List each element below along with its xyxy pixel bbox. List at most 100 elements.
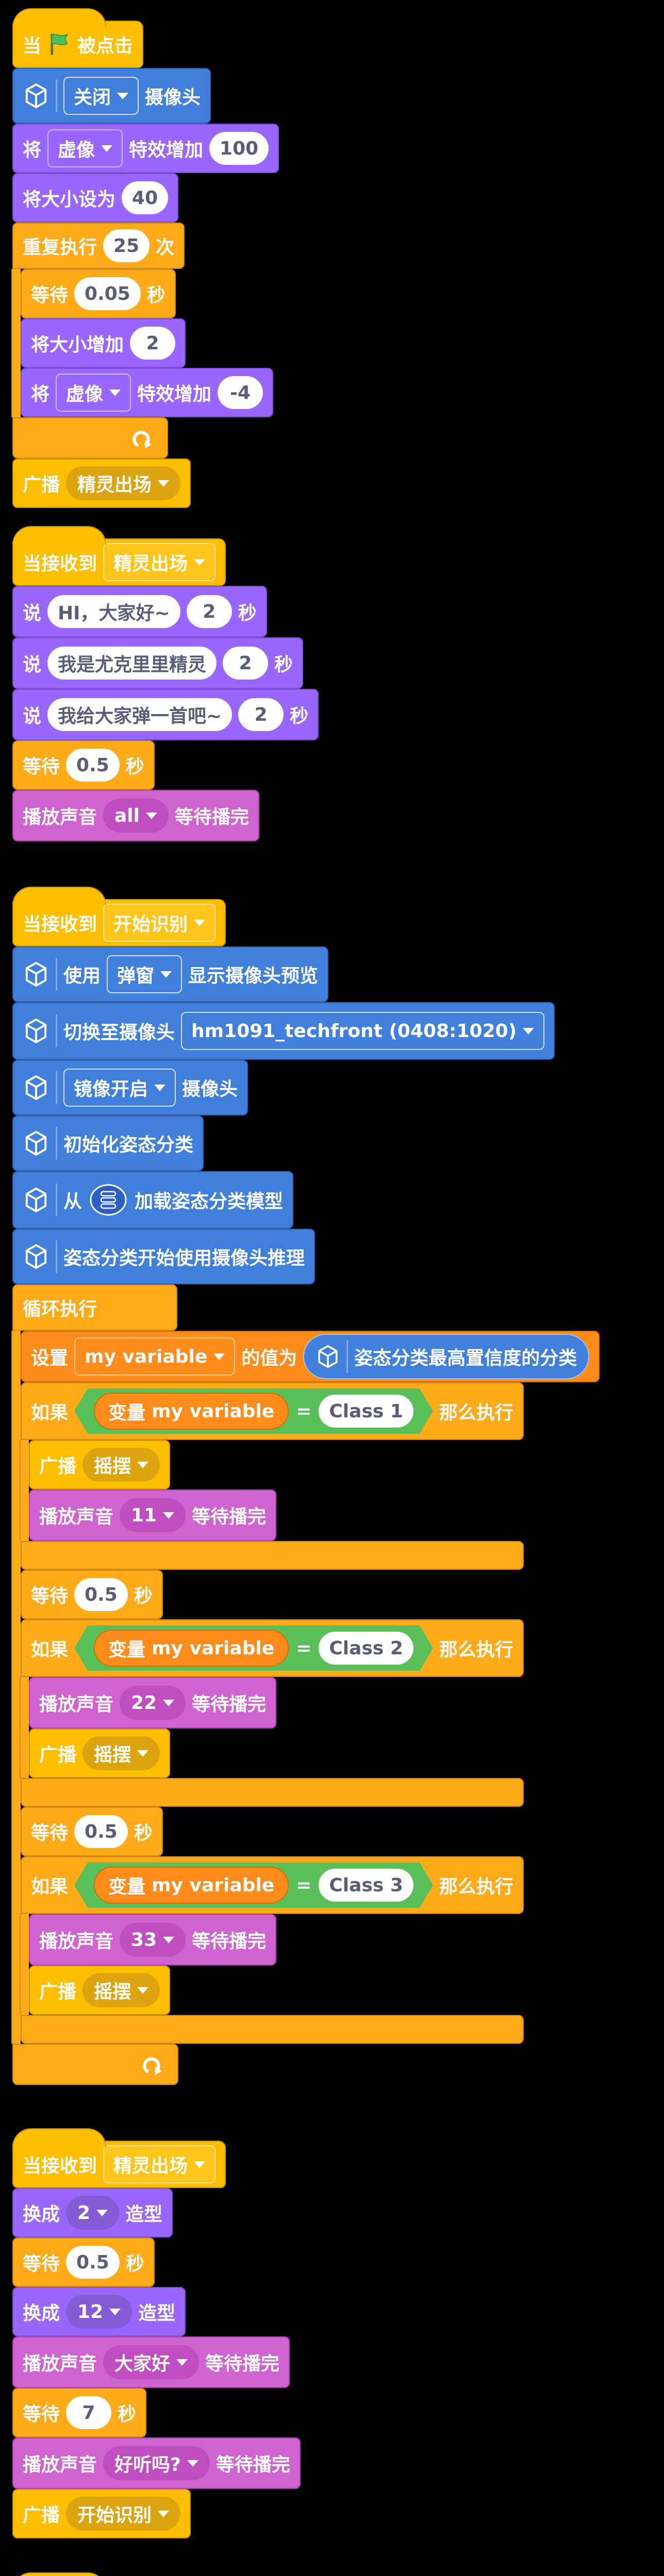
block-wait[interactable]: 等待 0.5 秒 — [21, 1807, 163, 1856]
forever-header[interactable]: 循环执行 — [12, 1284, 177, 1331]
effect-amount-input[interactable]: 100 — [209, 132, 269, 165]
if-block-class1[interactable]: 如果 变量 my variable = Class 1 那么执行 — [21, 1382, 524, 1570]
block-broadcast[interactable]: 广播 摇摆 — [29, 1440, 171, 1489]
block-set-variable[interactable]: 设置 my variable 的值为 姿态分类最高置信度的分类 — [21, 1331, 600, 1382]
preview-mode-dropdown[interactable]: 弹窗 — [107, 955, 182, 993]
sound-dropdown[interactable]: 好听吗? — [103, 2446, 210, 2480]
block-say-for-secs[interactable]: 说 HI，大家好~ 2 秒 — [12, 586, 267, 637]
wait-seconds-input[interactable]: 0.5 — [74, 1578, 128, 1611]
block-pose-infer-camera[interactable]: 姿态分类开始使用摄像头推理 — [12, 1229, 316, 1284]
variable-reporter[interactable]: 变量 my variable — [94, 1630, 289, 1667]
wait-seconds-input[interactable]: 0.5 — [66, 2246, 120, 2279]
say-secs-input[interactable]: 2 — [223, 647, 269, 680]
effect-amount-input[interactable]: -4 — [218, 376, 263, 409]
operator-value-input[interactable]: Class 3 — [319, 1869, 413, 1902]
block-show-camera-preview[interactable]: 使用 弹窗 显示摄像头预览 — [12, 946, 329, 1002]
broadcast-message-dropdown[interactable]: 开始识别 — [66, 2497, 181, 2531]
say-text-input[interactable]: 我给大家弹一首吧~ — [47, 698, 233, 731]
size-input[interactable]: 40 — [122, 181, 169, 214]
block-say-for-secs[interactable]: 说 我是尤克里里精灵 2 秒 — [12, 637, 304, 689]
sound-dropdown[interactable]: 22 — [120, 1686, 186, 1720]
forever-footer[interactable] — [12, 2044, 178, 2085]
block-wait[interactable]: 等待 0.5 秒 — [12, 2238, 155, 2287]
message-dropdown[interactable]: 精灵出场 — [103, 543, 216, 581]
reporter-pose-top-class[interactable]: 姿态分类最高置信度的分类 — [303, 1334, 590, 1379]
sound-dropdown[interactable]: 大家好 — [103, 2345, 200, 2379]
model-list-icon[interactable] — [88, 1183, 128, 1217]
block-load-pose-model[interactable]: 从 加载姿态分类模型 — [12, 1171, 294, 1229]
costume-dropdown[interactable]: 2 — [66, 2196, 120, 2230]
say-text-input[interactable]: 我是尤克里里精灵 — [47, 647, 217, 680]
sound-dropdown[interactable]: 33 — [120, 1923, 186, 1957]
wait-seconds-input[interactable]: 0.5 — [66, 749, 120, 782]
size-change-input[interactable]: 2 — [130, 327, 176, 360]
hat-when-receive[interactable]: 当接收到 开始识别 — [12, 887, 226, 946]
hat-when-flag-clicked[interactable]: 当 被点击 — [12, 8, 144, 68]
broadcast-message-dropdown[interactable]: 摇摆 — [82, 1448, 160, 1482]
equals-operator[interactable]: 变量 my variable = Class 1 — [74, 1388, 433, 1434]
block-say-for-secs[interactable]: 说 我给大家弹一首吧~ 2 秒 — [12, 689, 319, 740]
hat-when-receive[interactable]: 当接收到 精灵出场 — [12, 526, 226, 586]
block-play-sound-until-done[interactable]: 播放声音 11 等待播完 — [29, 1489, 277, 1541]
hat-when-receive[interactable]: 当接收到 精灵出场 — [12, 2128, 226, 2188]
broadcast-message-dropdown[interactable]: 精灵出场 — [66, 466, 181, 500]
block-change-ghost-effect[interactable]: 将 虚像 特效增加 100 — [12, 124, 279, 173]
costume-dropdown[interactable]: 12 — [66, 2295, 132, 2329]
equals-operator[interactable]: 变量 my variable = Class 3 — [74, 1862, 433, 1908]
block-play-sound-until-done[interactable]: 播放声音 22 等待播完 — [29, 1677, 277, 1728]
block-play-sound-until-done[interactable]: 播放声音 好听吗? 等待播完 — [12, 2437, 301, 2489]
block-wait[interactable]: 等待 7 秒 — [12, 2388, 147, 2437]
block-play-sound-until-done[interactable]: 播放声音 all 等待播完 — [12, 790, 260, 841]
say-text-input[interactable]: HI，大家好~ — [47, 595, 180, 628]
block-wait[interactable]: 等待 0.5 秒 — [12, 740, 155, 790]
block-switch-costume[interactable]: 换成 12 造型 — [12, 2287, 186, 2336]
block-switch-camera[interactable]: 切换至摄像头 hm1091_techfront (0408:1020) — [12, 1002, 555, 1060]
block-wait[interactable]: 等待 0.5 秒 — [21, 1570, 163, 1619]
effect-dropdown[interactable]: 虚像 — [47, 129, 123, 167]
if-header[interactable]: 如果 变量 my variable = Class 2 那么执行 — [21, 1619, 524, 1677]
say-secs-input[interactable]: 2 — [186, 595, 232, 628]
block-mirror-camera[interactable]: 镜像开启 摄像头 — [12, 1060, 248, 1115]
broadcast-message-dropdown[interactable]: 摇摆 — [82, 1736, 160, 1770]
block-set-size[interactable]: 将大小设为 40 — [12, 173, 179, 223]
variable-reporter[interactable]: 变量 my variable — [94, 1393, 289, 1430]
broadcast-message-dropdown[interactable]: 摇摆 — [82, 1973, 160, 2007]
if-footer[interactable] — [21, 1541, 524, 1570]
mirror-dropdown[interactable]: 镜像开启 — [63, 1069, 176, 1107]
block-switch-costume[interactable]: 换成 2 造型 — [12, 2188, 173, 2238]
block-play-sound-until-done[interactable]: 播放声音 大家好 等待播完 — [12, 2336, 290, 2388]
if-block-class3[interactable]: 如果 变量 my variable = Class 3 那么执行 — [21, 1856, 524, 2044]
block-play-sound-until-done[interactable]: 播放声音 33 等待播完 — [29, 1914, 277, 1965]
block-broadcast[interactable]: 广播 摇摆 — [29, 1728, 171, 1778]
camera-toggle-dropdown[interactable]: 关闭 — [63, 77, 139, 115]
equals-operator[interactable]: 变量 my variable = Class 2 — [74, 1625, 433, 1671]
forever-block[interactable]: 循环执行 设置 my variable 的值为 姿态分类最高置信 — [12, 1284, 600, 2085]
say-secs-input[interactable]: 2 — [238, 698, 284, 731]
if-footer[interactable] — [21, 2015, 524, 2044]
repeat-block[interactable]: 重复执行 25 次 等待 0.05 秒 将大小增加 2 将 虚像 — [12, 223, 274, 459]
if-block-class2[interactable]: 如果 变量 my variable = Class 2 那么执行 — [21, 1619, 524, 1807]
message-dropdown[interactable]: 开始识别 — [103, 904, 216, 942]
block-change-ghost-effect[interactable]: 将 虚像 特效增加 -4 — [21, 368, 274, 417]
wait-seconds-input[interactable]: 0.05 — [74, 277, 141, 310]
wait-seconds-input[interactable]: 0.5 — [74, 1815, 128, 1848]
sound-dropdown[interactable]: all — [103, 799, 169, 833]
if-header[interactable]: 如果 变量 my variable = Class 1 那么执行 — [21, 1382, 524, 1440]
block-broadcast[interactable]: 广播 开始识别 — [12, 2489, 191, 2538]
operator-value-input[interactable]: Class 2 — [319, 1632, 413, 1665]
if-header[interactable]: 如果 变量 my variable = Class 3 那么执行 — [21, 1856, 524, 1914]
wait-seconds-input[interactable]: 7 — [66, 2396, 112, 2429]
repeat-header[interactable]: 重复执行 25 次 — [12, 223, 185, 269]
if-footer[interactable] — [21, 1778, 524, 1807]
operator-value-input[interactable]: Class 1 — [319, 1395, 413, 1428]
block-init-pose-classify[interactable]: 初始化姿态分类 — [12, 1115, 204, 1171]
variable-dropdown[interactable]: my variable — [74, 1337, 236, 1376]
message-dropdown[interactable]: 精灵出场 — [103, 2145, 216, 2183]
block-broadcast[interactable]: 广播 摇摆 — [29, 1965, 171, 2015]
repeat-footer[interactable] — [12, 417, 168, 459]
sound-dropdown[interactable]: 11 — [120, 1498, 186, 1532]
block-broadcast[interactable]: 广播 精灵出场 — [12, 459, 191, 508]
block-camera-toggle[interactable]: 关闭 摄像头 — [12, 68, 211, 124]
block-change-size[interactable]: 将大小增加 2 — [21, 318, 186, 368]
effect-dropdown[interactable]: 虚像 — [56, 374, 131, 412]
